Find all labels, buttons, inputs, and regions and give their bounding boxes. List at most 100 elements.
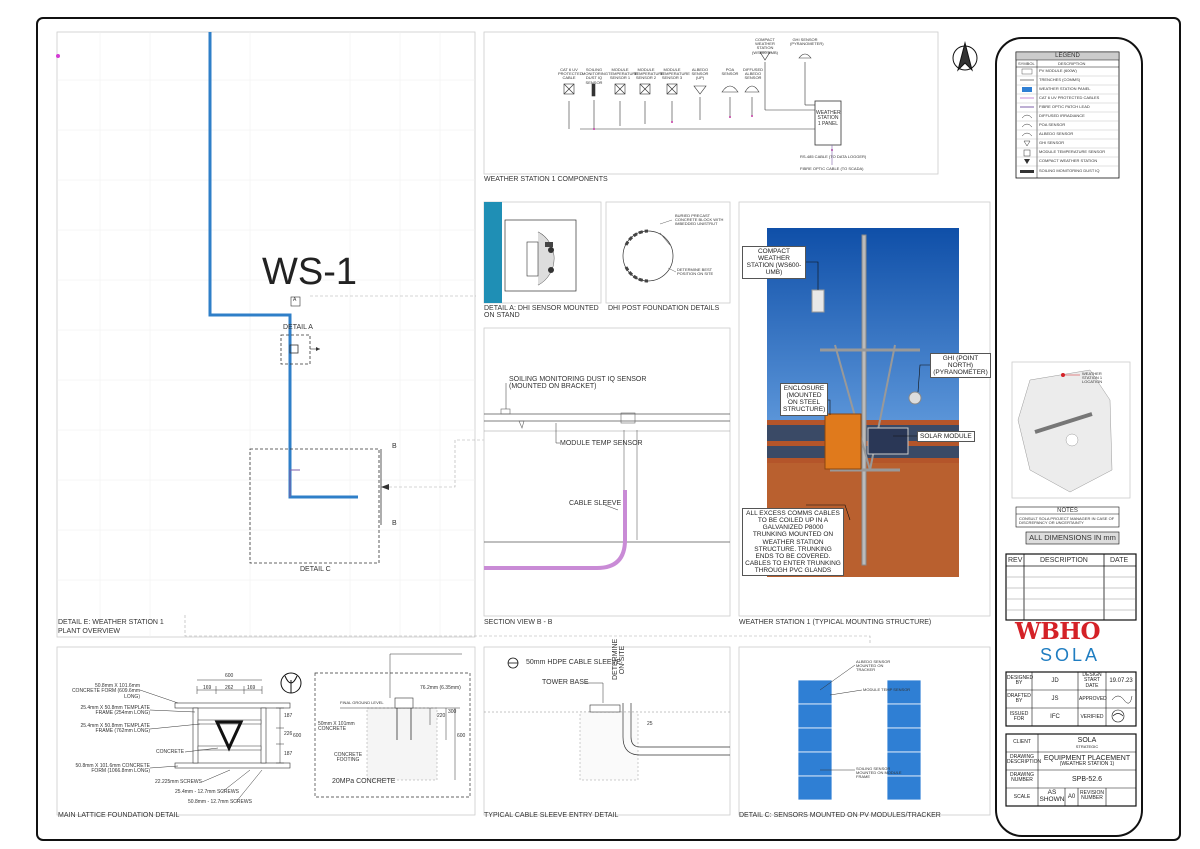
cable-note-callout: ALL EXCESS COMMS CABLES TO BE COILED UP … bbox=[742, 508, 844, 577]
component-top-2: GHI SENSOR (PYRANOMETER) bbox=[790, 37, 824, 47]
detail-c-note-1: ALBEDO SENSOR MOUNTED ON TRACKER bbox=[856, 659, 891, 673]
dim-220: 220 bbox=[437, 713, 446, 719]
design-start-label: DESIGN START DATE bbox=[1082, 672, 1102, 689]
frame-4: 50.8mm X 101.6mm CONCRETE FORM (1066.8mm… bbox=[75, 763, 150, 775]
pv-module-grid bbox=[57, 32, 475, 637]
photo-weather-station bbox=[811, 289, 825, 313]
ws-panel-label: WEATHER STATION 1 PANEL bbox=[816, 110, 841, 127]
solar-module-callout: SOLAR MODULE bbox=[917, 431, 975, 443]
enclosure-callout: ENCLOSURE (MOUNTED ON STEEL STRUCTURE) bbox=[780, 383, 828, 416]
drawing-number-value: SPB-52.6 bbox=[1072, 776, 1102, 783]
rev-col-date: DATE bbox=[1110, 557, 1129, 564]
component-item-4: MODULE TEMPERATURE SENSOR 2 bbox=[634, 67, 664, 81]
lattice-triangle bbox=[214, 720, 244, 752]
issued-for-label: ISSUED FOR bbox=[1009, 711, 1029, 723]
photo-enclosure bbox=[824, 413, 862, 470]
detail-a-caption: DETAIL A: DHI SENSOR MOUNTED ON STAND bbox=[484, 305, 599, 320]
lattice-panel bbox=[56, 646, 476, 816]
dim-25: 25 bbox=[647, 721, 653, 727]
dhi-post-note-1: BURIED PRECAST CONCRETE BLOCK WITH IMBED… bbox=[675, 213, 724, 227]
component-item-7: POA SENSOR bbox=[721, 67, 739, 77]
revision-label: REVISION NUMBER bbox=[1080, 790, 1104, 802]
screw-2: 25.4mm - 12.7mm SCREWS bbox=[175, 789, 239, 795]
frame-3: 25.4mm X 50.8mm TEMPLATE FRAME (762mm LO… bbox=[80, 723, 150, 735]
dim-600v: 600 bbox=[293, 733, 302, 739]
component-item-2: SOILING MONITORING DUST IQ SENSOR bbox=[582, 67, 608, 85]
compact-ws-callout: COMPACT WEATHER STATION (WS600-UMB) bbox=[742, 246, 806, 279]
rev-col-desc: DESCRIPTION bbox=[1040, 557, 1088, 564]
verified-label: VERIFIED bbox=[1080, 714, 1104, 720]
legend-row-11: COMPACT WEATHER STATION bbox=[1039, 158, 1098, 163]
sleeve-caption: TYPICAL CABLE SLEEVE ENTRY DETAIL bbox=[484, 812, 619, 819]
scale-value: AS SHOWN bbox=[1039, 789, 1065, 803]
final-ground-label: FINAL GROUND LEVEL bbox=[340, 700, 384, 705]
footing-label: CONCRETE FOOTING bbox=[333, 752, 363, 764]
components-panel bbox=[483, 31, 939, 175]
component-item-6: ALBEDO SENSOR (UP) bbox=[691, 67, 709, 81]
legend-row-6: DIFFUSED IRRADIANCE bbox=[1039, 113, 1085, 118]
dim-600b: 600 bbox=[457, 733, 466, 739]
client-label: CLIENT bbox=[1013, 739, 1031, 745]
detail-a-panel bbox=[483, 201, 602, 304]
revision-table bbox=[1005, 553, 1137, 621]
ghi-callout: GHI (POINT NORTH) (PYRANOMETER) bbox=[930, 353, 991, 379]
design-start-value: 19.07.23 bbox=[1109, 678, 1133, 684]
component-item-1: CAT 6 UV PROTECTED CABLE bbox=[558, 67, 583, 81]
section-bb-caption: SECTION VIEW B - B bbox=[484, 619, 553, 626]
detail-c-note-3: SOILING SENSOR MOUNTED ON MODULE FRAME bbox=[856, 766, 902, 780]
dim-600: 600 bbox=[225, 673, 234, 679]
legend-row-9: GHI SENSOR bbox=[1039, 140, 1065, 145]
detail-c-note-2: MODULE TEMP SENSOR bbox=[863, 687, 911, 692]
title-column-border bbox=[995, 37, 1143, 837]
legend-row-8: ALBEDO SENSOR bbox=[1039, 131, 1074, 136]
frame-1: 50.8mm X 101.6mm CONCRETE FORM (609.6mm … bbox=[71, 683, 140, 700]
module-temp-label: MODULE TEMP SENSOR bbox=[560, 440, 643, 447]
section-b-bottom: B bbox=[392, 520, 397, 527]
plant-overview-panel bbox=[56, 31, 476, 638]
legend-row-12: SOILING MONITORING DUST IQ bbox=[1039, 168, 1100, 173]
north-arrow-icon bbox=[952, 41, 978, 72]
section-b-top: B bbox=[392, 443, 397, 450]
legend-row-1: PV MODULE (600W) bbox=[1039, 68, 1077, 73]
section-bb-panel bbox=[483, 327, 731, 617]
sheet-size-value: A0 bbox=[1067, 794, 1076, 800]
legend-row-7: POA SENSOR bbox=[1039, 122, 1066, 127]
dim-300: 300 bbox=[448, 709, 457, 715]
cable-branch bbox=[289, 469, 300, 497]
mounting-caption: WEATHER STATION 1 (TYPICAL MOUNTING STRU… bbox=[739, 619, 932, 626]
dhi-post-caption: DHI POST FOUNDATION DETAILS bbox=[608, 305, 720, 312]
signoff-table bbox=[1005, 671, 1137, 727]
drawing-desc-label: DRAWING DESCRIPTION bbox=[1007, 754, 1042, 766]
component-note-1: RS-485 CABLE (TO DATA LOGGER) bbox=[800, 154, 867, 159]
legend-title: LEGEND bbox=[1055, 53, 1080, 59]
hdpe-label: 50mm HDPE CABLE SLEEVE bbox=[526, 659, 621, 666]
designed-by-label: DESIGNED BY bbox=[1007, 675, 1034, 687]
dim-169b: 169 bbox=[247, 685, 256, 691]
component-top-1: COMPACT WEATHER STATION (WS600-UMB) bbox=[751, 37, 778, 55]
detail-c-panel bbox=[738, 646, 991, 816]
dim-762: 76.2mm (6.35mm) bbox=[420, 685, 461, 691]
drawing-desc-2: (WEATHER STATION 1) bbox=[1059, 761, 1115, 767]
detail-c-box bbox=[249, 448, 380, 564]
keymap-label: WEATHER STATION 1 LOCATION bbox=[1082, 371, 1103, 385]
drafted-by-label: DRAFTED BY bbox=[1007, 693, 1031, 705]
lattice-caption: MAIN LATTICE FOUNDATION DETAIL bbox=[58, 812, 180, 819]
issued-for-value: IFC bbox=[1050, 714, 1060, 720]
tower-base-label: TOWER BASE bbox=[542, 679, 589, 686]
notes-item-1: CONSULT SOLA PROJECT MANAGER IN CASE OF … bbox=[1019, 516, 1115, 526]
sleeve-icon bbox=[507, 657, 519, 669]
drawing-desc-1: EQUIPMENT PLACEMENT bbox=[1043, 755, 1131, 762]
leader-lines bbox=[184, 295, 871, 645]
legend-row-3: WEATHER STATION PANEL bbox=[1039, 86, 1091, 91]
cable-sleeve-label: CABLE SLEEVE bbox=[569, 500, 622, 507]
detail-a-box bbox=[280, 334, 311, 365]
dim-169a: 169 bbox=[203, 685, 212, 691]
concrete-size: 50mm X 101mm CONCRETE bbox=[318, 721, 355, 733]
verified-stamp-icon bbox=[1111, 709, 1125, 723]
legend-row-5: FIBRE OPTIC PATCH LEAD bbox=[1039, 104, 1090, 109]
concrete-label: CONCRETE bbox=[156, 749, 185, 755]
determine-label: DETERMINE ON-SITE bbox=[612, 638, 627, 680]
dhi-post-note-2: DETERMINE BEST POSITION ON SITE bbox=[677, 267, 714, 277]
rev-col-rev: REV bbox=[1008, 557, 1023, 564]
screw-1: 22.225mm SCREWS bbox=[155, 779, 202, 785]
